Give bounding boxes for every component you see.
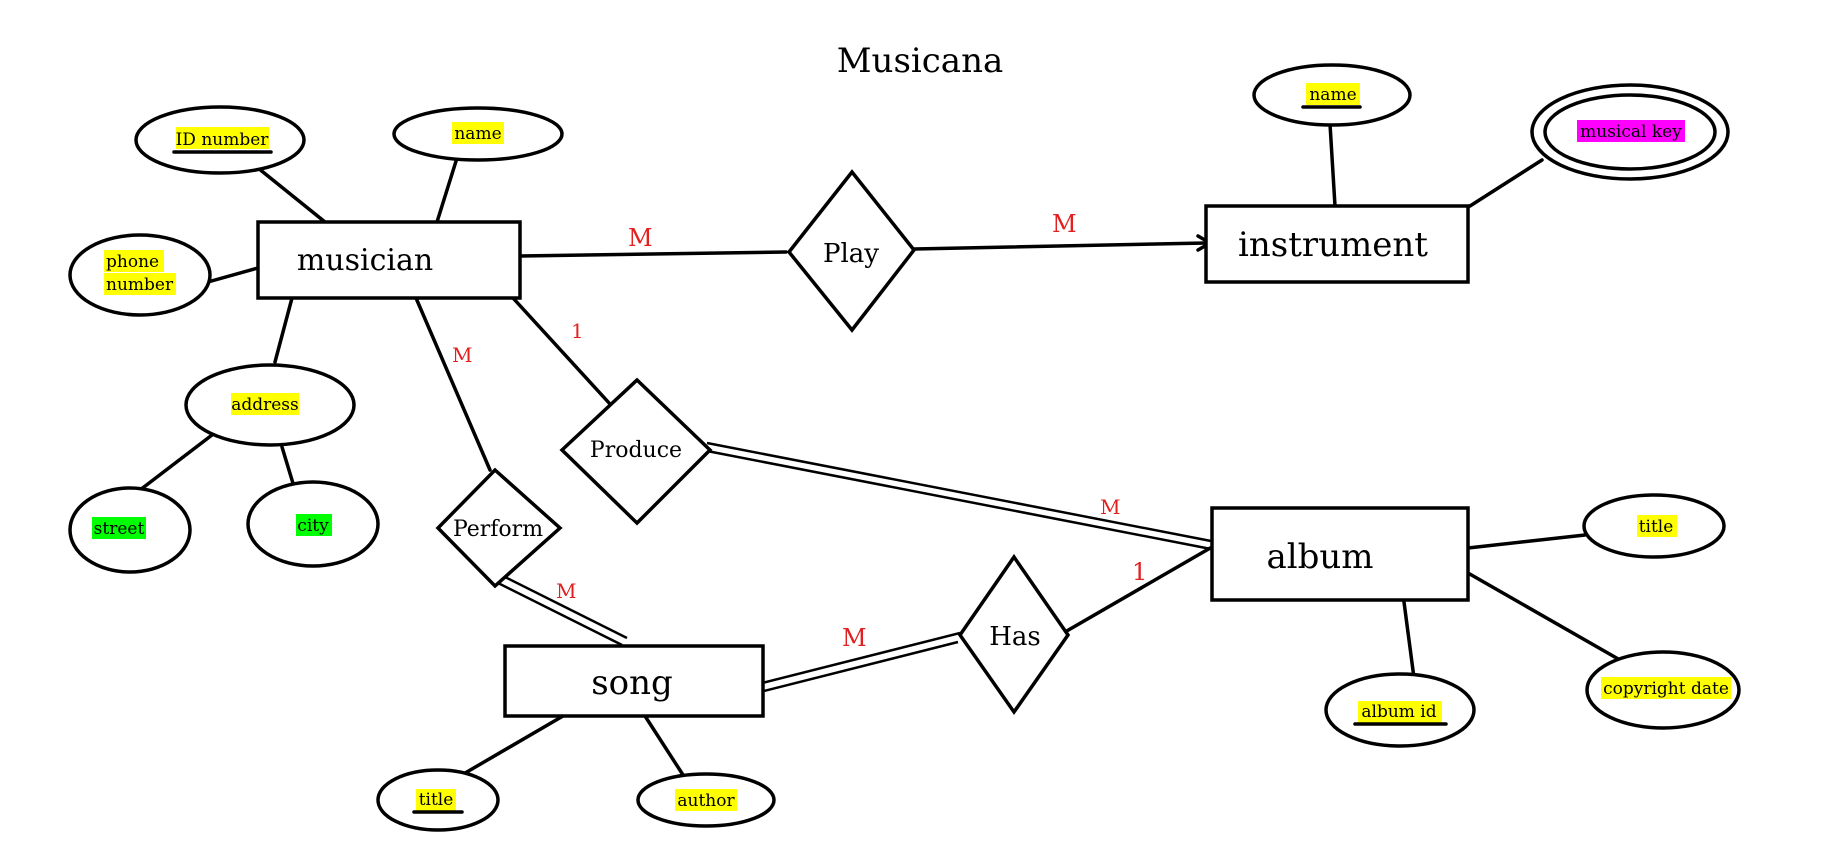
entity-musician-label: musician bbox=[297, 243, 433, 278]
entity-song-label: song bbox=[591, 663, 673, 703]
relationship-play-label: Play bbox=[823, 239, 879, 269]
attribute-song-author-label: author bbox=[677, 791, 735, 811]
cardinality-musician-perform: M bbox=[452, 343, 472, 367]
entity-instrument-label: instrument bbox=[1238, 225, 1428, 265]
cardinality-labels: M M 1 M M M M 1 bbox=[452, 210, 1147, 652]
cardinality-musician-play: M bbox=[628, 224, 653, 252]
relationship-perform-label: Perform bbox=[453, 517, 543, 542]
relationship-has: Has bbox=[957, 553, 1071, 716]
attribute-song-title-label: title bbox=[419, 790, 454, 810]
entity-song: song bbox=[503, 644, 765, 718]
cardinality-produce-album: M bbox=[1100, 495, 1120, 519]
attribute-musician-name-label: name bbox=[454, 124, 501, 144]
attribute-street: street bbox=[68, 486, 192, 574]
relationship-produce: Produce bbox=[559, 377, 713, 526]
cardinality-play-instrument: M bbox=[1052, 210, 1077, 238]
entity-album-label: album bbox=[1266, 537, 1373, 577]
entity-instrument: instrument bbox=[1204, 204, 1470, 284]
attribute-song-title: title bbox=[376, 768, 500, 832]
attribute-address: address bbox=[184, 363, 356, 447]
attribute-phone-number: phone number bbox=[68, 233, 212, 317]
entity-album: album bbox=[1210, 506, 1470, 602]
cardinality-musician-produce: 1 bbox=[571, 319, 584, 343]
attribute-phone-number-line1: phone bbox=[106, 252, 159, 272]
attribute-id-number-label: ID number bbox=[176, 130, 270, 150]
diagram-title: Musicana bbox=[837, 41, 1004, 81]
cardinality-perform-song: M bbox=[556, 579, 576, 603]
attribute-album-title: title bbox=[1582, 493, 1726, 559]
relationship-play: Play bbox=[786, 169, 917, 333]
attribute-song-author: author bbox=[636, 772, 776, 828]
cardinality-song-has: M bbox=[842, 624, 867, 652]
attribute-musical-key-label: musical key bbox=[1580, 122, 1682, 142]
relationship-has-label: Has bbox=[989, 622, 1041, 652]
attribute-copyright-date-label: copyright date bbox=[1603, 679, 1729, 699]
attribute-street-label: street bbox=[94, 519, 145, 539]
connector-lines bbox=[138, 122, 1622, 780]
attribute-album-title-label: title bbox=[1639, 517, 1674, 537]
attribute-phone-number-line2: number bbox=[106, 275, 174, 295]
attribute-musician-name: name bbox=[392, 106, 564, 162]
attribute-album-id-label: album id bbox=[1361, 702, 1436, 722]
attribute-musical-key: musical key bbox=[1530, 83, 1730, 181]
relationship-perform: Perform bbox=[435, 467, 563, 589]
cardinality-has-album: 1 bbox=[1132, 558, 1147, 586]
relationship-produce-label: Produce bbox=[590, 438, 682, 463]
attribute-address-label: address bbox=[231, 395, 299, 415]
attribute-copyright-date: copyright date bbox=[1585, 650, 1741, 730]
entity-musician: musician bbox=[256, 220, 522, 300]
attribute-instrument-name-label: name bbox=[1309, 85, 1356, 105]
attribute-id-number: ID number bbox=[134, 105, 306, 175]
attribute-instrument-name: name bbox=[1252, 63, 1412, 127]
attribute-city-label: city bbox=[297, 516, 329, 536]
attribute-city: city bbox=[246, 480, 380, 568]
attribute-album-id: album id bbox=[1324, 672, 1476, 748]
